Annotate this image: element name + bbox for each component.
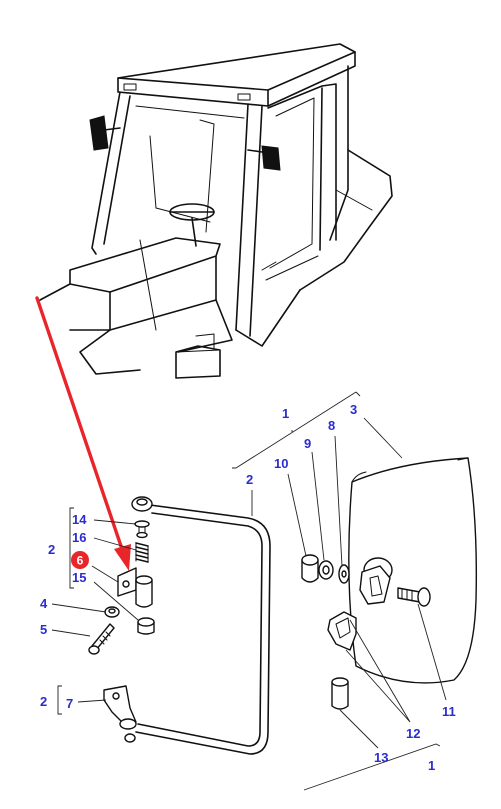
callout-3: 3 xyxy=(350,402,357,417)
mirror-head-part-3 xyxy=(348,457,478,684)
callout-2-frame: 2 xyxy=(246,472,253,487)
callout-8: 8 xyxy=(328,418,335,433)
callout-14: 14 xyxy=(72,512,87,527)
callout-1-bottom: 1 xyxy=(428,758,435,773)
highlighted-callout-6: 6 xyxy=(71,551,89,569)
callout-10: 10 xyxy=(274,456,288,471)
highlight-arrow xyxy=(35,296,131,571)
svg-text:6: 6 xyxy=(77,554,84,568)
spring-part-16 xyxy=(135,542,149,563)
callout-labels: 1 3 2 10 9 8 14 16 2 6 15 4 5 2 7 11 12 … xyxy=(40,402,456,773)
callout-2-left: 2 xyxy=(48,542,55,557)
callout-9: 9 xyxy=(304,436,311,451)
callout-5: 5 xyxy=(40,622,47,637)
tractor-cab-illustration xyxy=(39,43,393,379)
callout-7: 7 xyxy=(66,696,73,711)
callout-15: 15 xyxy=(72,570,86,585)
bolt-part-5 xyxy=(88,623,115,655)
callout-4: 4 xyxy=(40,596,48,611)
mount-hardware xyxy=(301,554,431,710)
lower-bracket-part-7 xyxy=(103,685,137,743)
hinge-assembly xyxy=(88,520,155,655)
mirror-frame-rod xyxy=(131,496,271,755)
callout-1-top: 1 xyxy=(282,406,289,421)
callout-16: 16 xyxy=(72,530,86,545)
callout-11: 11 xyxy=(442,704,456,719)
callout-13: 13 xyxy=(374,750,388,765)
callout-12: 12 xyxy=(406,726,420,741)
leader-lines xyxy=(51,391,447,791)
callout-2-bottom: 2 xyxy=(40,694,47,709)
